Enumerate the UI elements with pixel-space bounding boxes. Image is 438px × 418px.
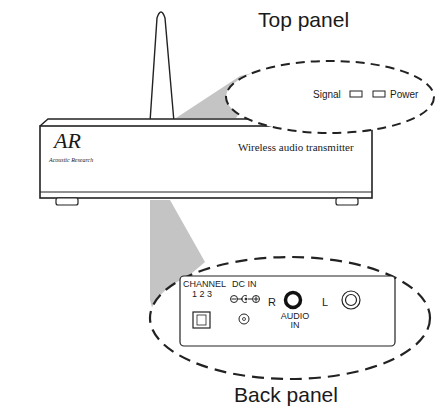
- switch-positions: 1 2 3: [192, 290, 212, 300]
- device-front: [40, 126, 372, 198]
- top-panel-callout: [226, 61, 434, 133]
- audio-jack-r: [286, 293, 301, 308]
- back-panel-callout: [150, 257, 430, 379]
- device-foot: [336, 198, 358, 205]
- antenna: [150, 12, 174, 122]
- indicator-label: Power: [390, 89, 418, 100]
- port-label: AUDIO IN: [278, 312, 312, 330]
- signal-led: [350, 91, 362, 97]
- brand-logo: AR: [54, 129, 81, 153]
- top-panel-callout: Top panelSignal Power: [225, 6, 435, 136]
- audio-jack-l-inner: [346, 295, 357, 306]
- channel-switch: [193, 312, 210, 328]
- back-plate: [180, 276, 395, 346]
- dc-polarity-symbol: [231, 296, 260, 303]
- channel-switch-knob: [197, 315, 206, 325]
- indicator-label: Signal: [313, 89, 341, 100]
- device-foot: [56, 198, 78, 205]
- port-label: DC IN: [232, 280, 257, 290]
- device-front: AR Acoustic Research Wireless audio transm…: [40, 126, 372, 198]
- port-label: CHANNEL: [183, 280, 226, 290]
- back-plate: CHANNEL1 2 3 DC IN RAUDIO IN L: [180, 276, 395, 346]
- back-panel-callout: Back panel CHANNEL1 2 3 DC IN RAUDIO IN L: [150, 256, 430, 408]
- audio-jack-l: [342, 291, 360, 309]
- brand-name: Acoustic Research: [49, 157, 93, 164]
- channel-label: R: [268, 296, 276, 308]
- product-name: Wireless audio transmitter: [238, 141, 354, 153]
- callout-title: Back panel: [234, 383, 338, 406]
- dc-jack: [239, 314, 249, 324]
- power-led: [373, 91, 385, 97]
- device-edge: [40, 192, 372, 193]
- channel-label: L: [322, 296, 328, 308]
- dc-jack-pin: [243, 318, 246, 321]
- callout-title: Top panel: [258, 8, 349, 31]
